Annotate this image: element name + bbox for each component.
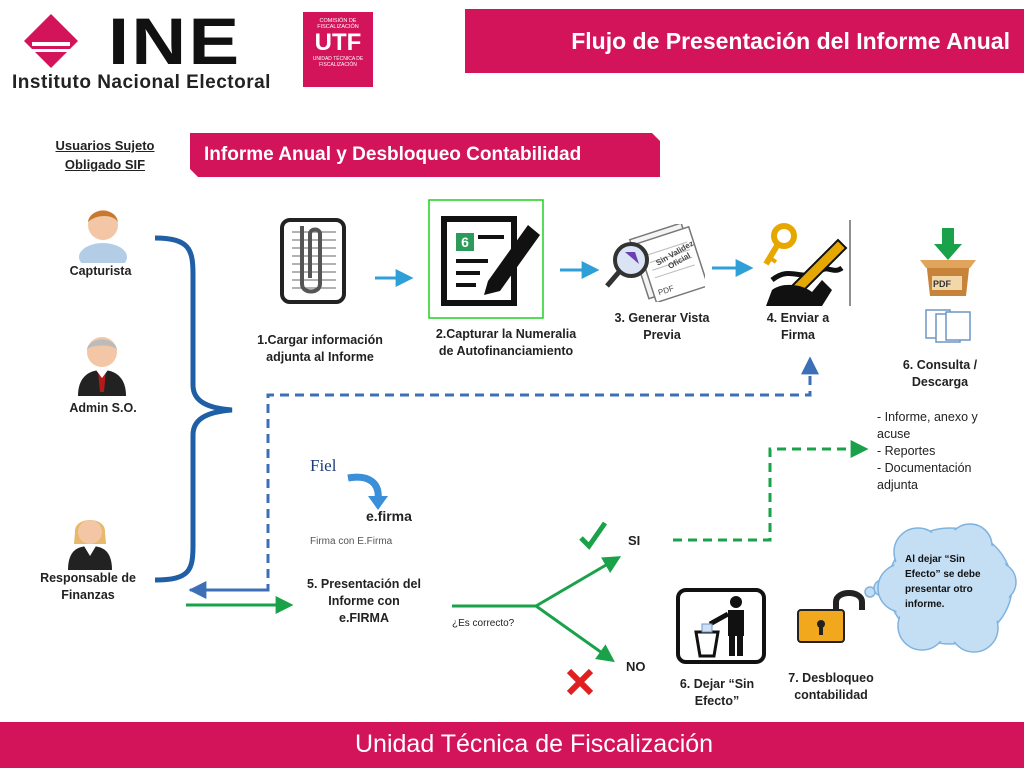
- ine-logo-text: INE: [108, 4, 242, 78]
- sign-key-pen-icon: [763, 220, 851, 306]
- step1-label: 1.Cargar información adjunta al Informe: [257, 333, 383, 364]
- utf-logo-bottom: UNIDAD TÉCNICA DE FISCALIZACIÓN: [312, 56, 364, 68]
- role-capturista: Capturista: [69, 264, 132, 278]
- section-title-bar: [190, 133, 660, 177]
- role-responsable: Responsable de Finanzas: [40, 571, 136, 602]
- step5-label: 5. Presentación del Informe con e.FIRMA: [307, 577, 421, 625]
- utf-logo-big: UTF: [314, 29, 362, 56]
- step2-badge: 6: [461, 234, 469, 250]
- efirma-caption: Firma con E.Firma: [310, 536, 393, 547]
- dashed-loop-up: [190, 356, 819, 592]
- efirma-logo: e.firma: [366, 508, 412, 524]
- fiel-logo: Fiel: [310, 456, 337, 475]
- numeralia-capture-icon: [428, 199, 544, 319]
- step7-label: 7. Desbloqueo contabilidad: [788, 671, 874, 702]
- capturista-avatar-icon: [79, 210, 127, 263]
- checkmark-icon: [579, 521, 608, 550]
- footer-bar: [0, 722, 1024, 768]
- efirma-graphic: Fiel e.firma Firma con E.Firma: [308, 452, 420, 552]
- ine-logo-diamond: [24, 14, 78, 68]
- unlock-padlock-icon: [797, 590, 865, 643]
- section-title: Informe Anual y Desbloqueo Contabilidad: [204, 144, 582, 165]
- trash-discard-icon: [676, 588, 766, 664]
- admin-avatar-icon: [78, 337, 126, 396]
- pdf-download-icon: [920, 228, 976, 343]
- utf-logo-top: COMISIÓN DE FISCALIZACIÓN: [317, 18, 359, 30]
- paperclip-document-icon: [280, 218, 346, 304]
- roles-brace: [154, 235, 233, 583]
- step6b-label: 6. Dejar “Sin Efecto”: [679, 677, 755, 708]
- utf-logo: COMISIÓN DE FISCALIZACIÓN UTF UNIDAD TÉC…: [303, 12, 373, 87]
- fork-yes: [535, 556, 622, 608]
- responsable-avatar-icon: [68, 520, 112, 570]
- title-bar: [465, 9, 1024, 73]
- fork-no: [535, 604, 615, 663]
- decision-yes: SI: [628, 533, 641, 548]
- downloads-list: - Informe, anexo y acuse - Reportes - Do…: [877, 409, 1007, 494]
- download-item: - Reportes: [877, 444, 936, 458]
- role-admin: Admin S.O.: [69, 401, 137, 415]
- footer-title: Unidad Técnica de Fiscalización: [355, 730, 714, 758]
- step4-label: 4. Enviar a Firma: [766, 311, 830, 342]
- step2-label: 2.Capturar la Numeralia de Autofinanciam…: [435, 327, 577, 358]
- preview-magnifier-icon: [605, 224, 705, 302]
- users-label: Usuarios Sujeto Obligado SIF: [55, 138, 155, 172]
- step6a-label: 6. Consulta / Descarga: [902, 358, 978, 389]
- page-title: Flujo de Presentación del Informe Anual: [571, 28, 1010, 54]
- decision-question: ¿Es correcto?: [452, 618, 515, 629]
- cloud-note-text: Al dejar “Sin Efecto” se debe presentar …: [905, 554, 981, 610]
- step6a-pdf: PDF: [933, 279, 951, 289]
- note-cloud: [864, 523, 1017, 653]
- institute-name: Instituto Nacional Electoral: [12, 72, 271, 93]
- step3-label: 3. Generar Vista Previa: [614, 311, 710, 342]
- dashed-yes-to-download: [673, 440, 869, 542]
- cross-icon: [566, 668, 594, 696]
- download-item: - Documentación adjunta: [877, 461, 972, 492]
- curved-arrow-icon: [347, 473, 388, 510]
- download-item: - Informe, anexo y acuse: [877, 410, 978, 441]
- decision-no: NO: [626, 659, 646, 674]
